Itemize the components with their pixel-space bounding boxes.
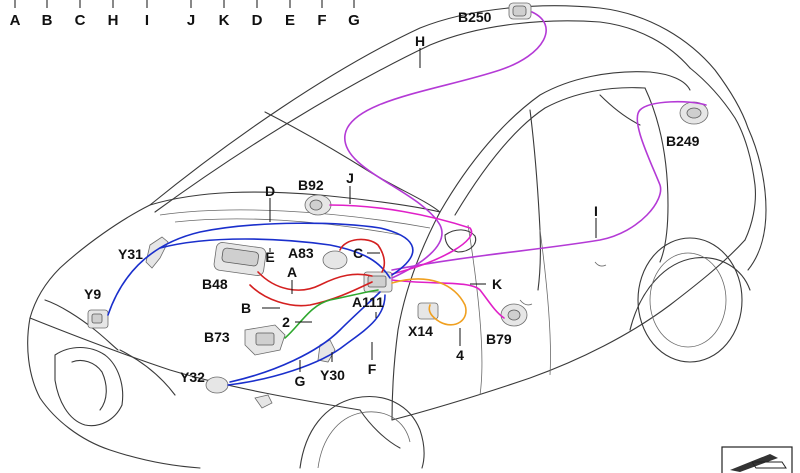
harness-4-wire	[391, 278, 467, 326]
leader-lines	[14, 0, 597, 372]
legend-letter: I	[145, 12, 149, 29]
harness-f-wire	[227, 294, 386, 386]
label-a83: A83	[288, 245, 314, 261]
harness-d-wire	[107, 222, 414, 316]
label-g: G	[295, 373, 306, 389]
part-labels: B250 H B249 B92 J D I Y31 E A83 C B48 A …	[84, 9, 700, 389]
label-y32: Y32	[180, 369, 205, 385]
harness-i-wire	[391, 100, 707, 271]
legend-letter: H	[108, 12, 119, 29]
legend-letter: D	[252, 12, 263, 29]
label-b: B	[241, 300, 251, 316]
harness-j-wire	[329, 204, 473, 275]
harness-wires	[107, 11, 707, 386]
label-y9: Y9	[84, 286, 101, 302]
harness-b-wire	[249, 281, 373, 307]
harness-g-wire	[284, 289, 379, 339]
harness-c-wire	[339, 238, 386, 273]
label-x14: X14	[408, 323, 433, 339]
label-j: J	[346, 170, 354, 186]
harness-e-wire	[159, 238, 391, 279]
label-e: E	[265, 249, 274, 265]
legend-letter: B	[42, 12, 53, 29]
legend-row: A B C H I J K D E F G	[10, 12, 360, 29]
legend-letter: E	[285, 12, 295, 29]
component-y31	[145, 236, 169, 269]
label-a: A	[287, 264, 297, 280]
label-d: D	[265, 183, 275, 199]
label-b250: B250	[458, 9, 492, 25]
label-a111: A111	[352, 294, 384, 310]
component-x14	[417, 302, 439, 320]
label-b48: B48	[202, 276, 228, 292]
component-a83	[322, 250, 348, 270]
label-2: 2	[282, 314, 290, 330]
legend-letter: F	[317, 12, 326, 29]
label-y31: Y31	[118, 246, 143, 262]
car-outline	[27, 5, 767, 469]
harness-a-wire	[257, 271, 373, 291]
arrow-box-icon	[721, 446, 793, 473]
label-4: 4	[456, 347, 464, 363]
harness-k-wire	[391, 279, 505, 319]
label-f: F	[368, 361, 377, 377]
label-b249: B249	[666, 133, 700, 149]
legend-letter: J	[187, 12, 195, 29]
label-b79: B79	[486, 331, 512, 347]
label-c: C	[353, 245, 363, 261]
legend-letter: G	[348, 12, 360, 29]
legend-letter: K	[219, 12, 230, 29]
component-y32	[205, 376, 229, 394]
harness-f-branch-wire	[229, 291, 381, 383]
label-k: K	[492, 276, 502, 292]
label-y30: Y30	[320, 367, 345, 383]
label-i: I	[594, 203, 598, 219]
legend-letter: A	[10, 12, 21, 29]
label-b73: B73	[204, 329, 230, 345]
components	[87, 2, 709, 409]
label-b92: B92	[298, 177, 324, 193]
legend-letter: C	[75, 12, 86, 29]
label-h: H	[415, 33, 425, 49]
harness-h-wire	[344, 11, 547, 279]
